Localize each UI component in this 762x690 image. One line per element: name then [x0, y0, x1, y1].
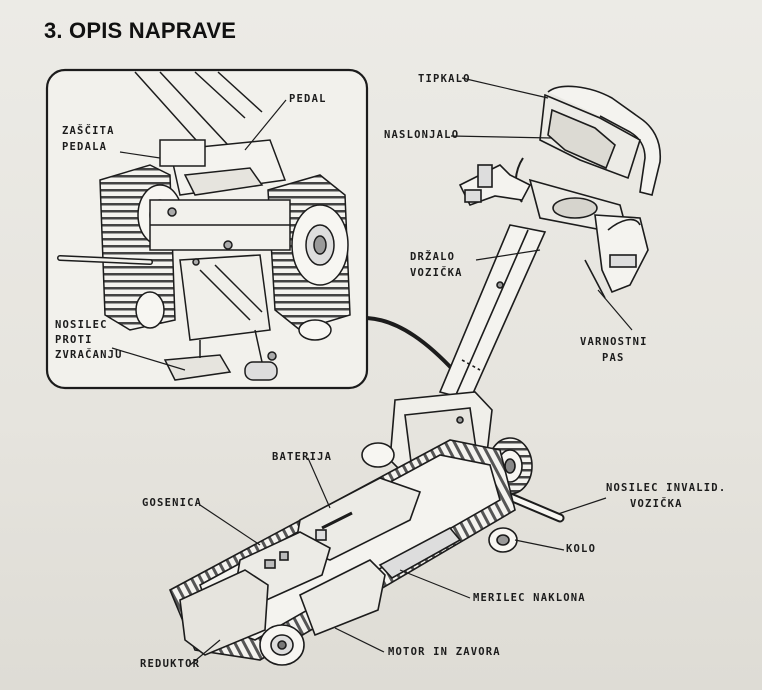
label-backrest: NASLONJALO [384, 129, 460, 141]
label-battery: BATERIJA [272, 451, 333, 463]
label-anti-tip-1: NOSILEC [55, 319, 108, 331]
label-anti-tip-2: PROTI [55, 334, 93, 346]
label-holder-2: VOZIČKA [410, 267, 463, 279]
leader-lines [111, 77, 633, 666]
main-device [168, 85, 662, 666]
label-pedal: PEDAL [289, 93, 327, 105]
label-button: TIPKALO [418, 73, 471, 85]
label-safety-belt-2: PAS [602, 352, 625, 364]
label-inclinometer: MERILEC NAKLONA [473, 592, 586, 604]
label-pedal-guard-1: ZAŠČITA [62, 125, 115, 137]
label-anti-tip-3: ZVRAČANJU [55, 349, 123, 361]
section-heading: 3. OPIS NAPRAVE [44, 18, 237, 43]
label-track: GOSENICA [142, 497, 203, 509]
label-chair-carrier-2: VOZIČKA [630, 498, 683, 510]
label-holder-1: DRŽALO [410, 251, 456, 263]
label-wheel: KOLO [566, 543, 597, 555]
label-pedal-guard-2: PEDALA [62, 141, 108, 153]
label-motor-brake: MOTOR IN ZAVORA [388, 646, 501, 658]
label-chair-carrier-1: NOSILEC INVALID. [606, 482, 727, 494]
label-safety-belt-1: VARNOSTNI [580, 336, 648, 348]
label-gearbox: REDUKTOR [140, 658, 201, 670]
detail-callout-box [45, 68, 457, 390]
